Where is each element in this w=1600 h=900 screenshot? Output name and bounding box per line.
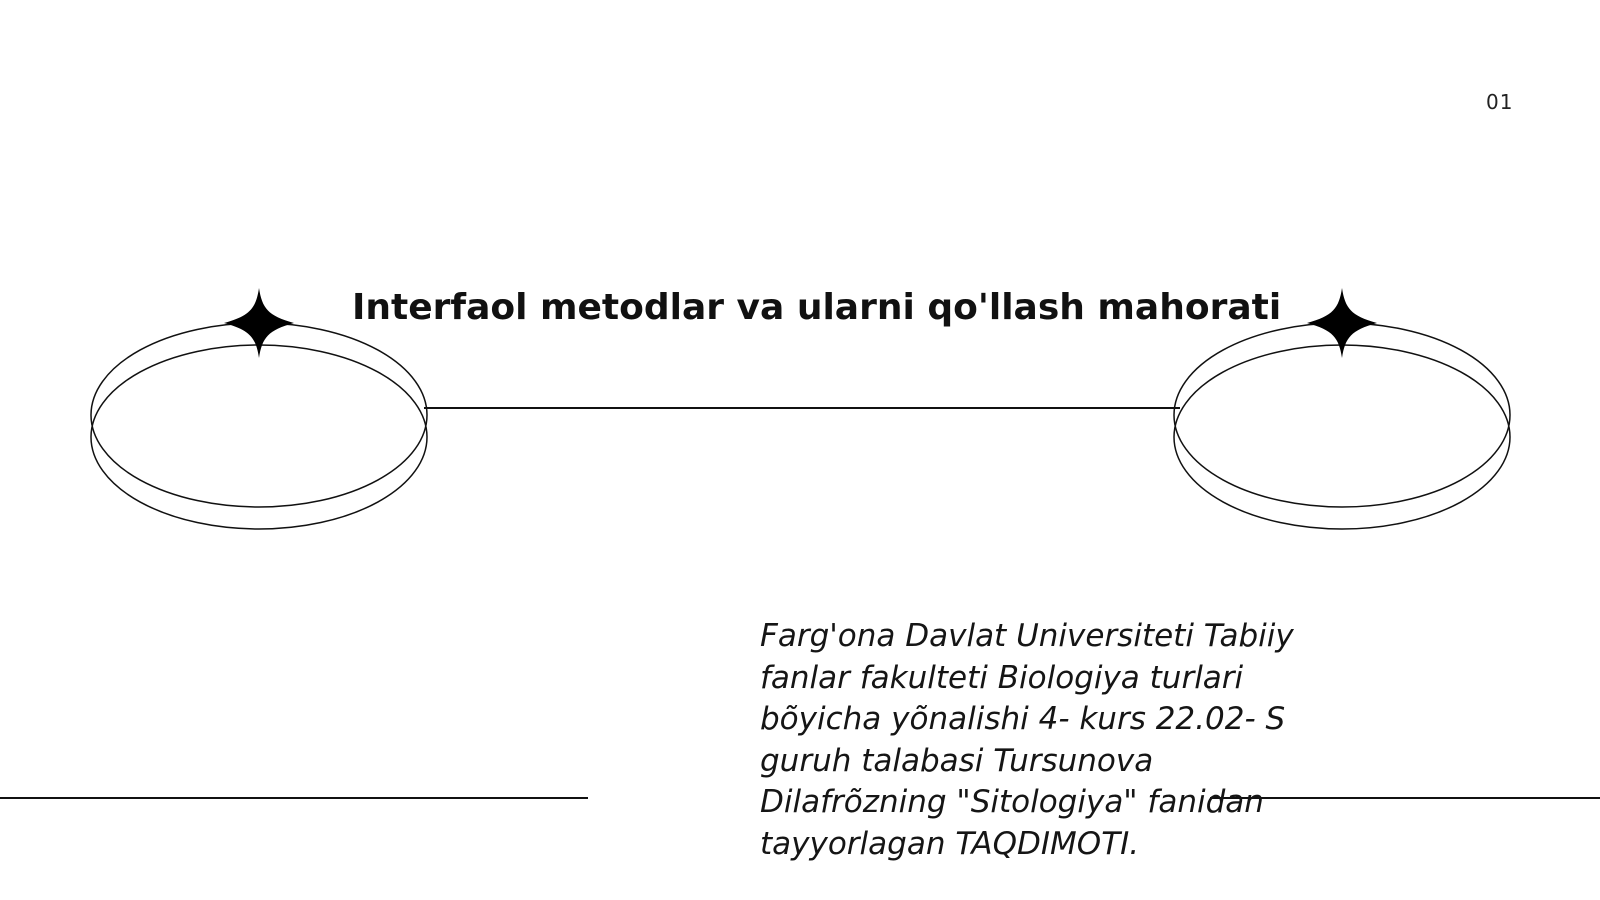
slide-title: Interfaol metodlar va ularni qo'llash ma… [352,287,1282,328]
right-sparkle-star-icon [1307,288,1377,358]
slide-subtitle: Farg'ona Davlat Universiteti Tabiiy fanl… [760,618,1294,862]
page-number: 01 [1486,90,1514,114]
left-sparkle-star-icon [224,288,294,358]
